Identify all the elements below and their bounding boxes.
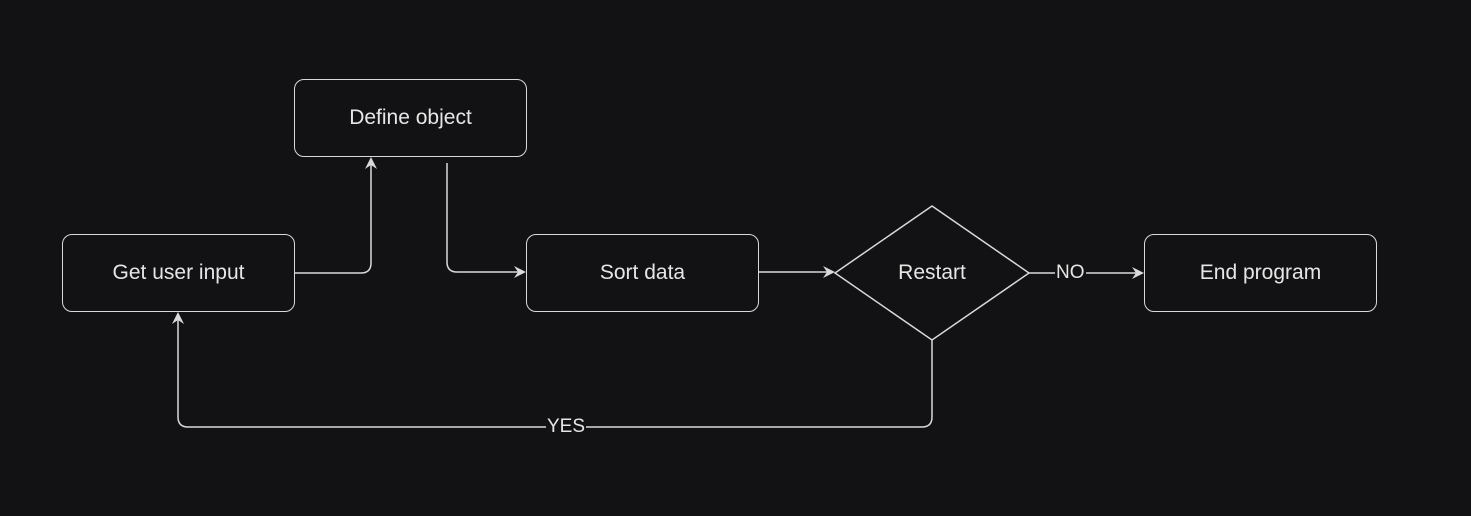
restart-decision-diamond[interactable] [833, 205, 1031, 341]
define-object-label: Define object [349, 106, 472, 129]
define-object-node[interactable]: Define object [294, 79, 527, 157]
get-user-input-label: Get user input [112, 261, 245, 284]
connector-define-to-sort [446, 163, 526, 278]
get-user-input-node[interactable]: Get user input [62, 234, 295, 312]
sort-data-label: Sort data [599, 261, 686, 284]
sort-data-node[interactable]: Sort data [526, 234, 759, 312]
end-program-node[interactable]: End program [1144, 234, 1377, 312]
end-program-label: End program [1199, 261, 1322, 284]
yes-edge-label: YES [546, 416, 587, 438]
connector-input-to-define [295, 157, 377, 274]
connector-restart-to-input [172, 312, 933, 428]
no-edge-label: NO [1055, 262, 1086, 284]
